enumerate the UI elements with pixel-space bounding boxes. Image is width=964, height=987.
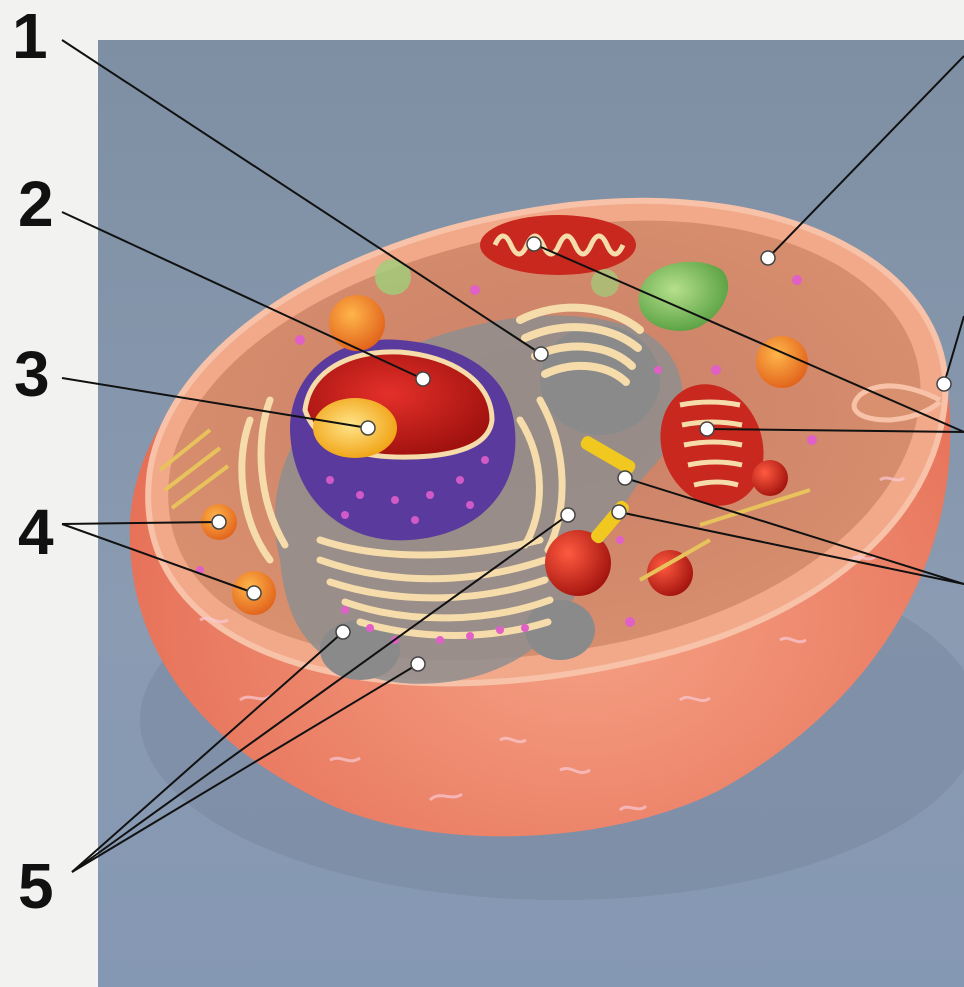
pointer-dot-1: [534, 347, 548, 361]
lysosome-1: [329, 295, 385, 351]
pointer-dot-4b: [247, 586, 261, 600]
pointer-dot-5b: [411, 657, 425, 671]
pointer-dot-2: [416, 372, 430, 386]
red-vesicle-3: [752, 460, 788, 496]
pointer-dot-centriole-b: [612, 505, 626, 519]
pointer-dot-3: [361, 421, 375, 435]
pointer-dot-5a: [336, 625, 350, 639]
pointer-dot-mito-right: [700, 422, 714, 436]
label-5: 5: [18, 850, 54, 922]
label-1: 1: [12, 0, 48, 72]
nucleolus: [313, 398, 397, 458]
grey-mass-blob-1: [540, 325, 660, 435]
green-vesicle-2: [591, 269, 619, 297]
pointer-dot-4a: [212, 515, 226, 529]
pointer-dot-mito-top: [527, 237, 541, 251]
pointer-dot-right-membrane: [937, 377, 951, 391]
label-4: 4: [18, 496, 54, 568]
label-3: 3: [14, 338, 50, 410]
grey-mass-blob-2: [525, 600, 595, 660]
mitochondrion-top: [480, 215, 636, 275]
pointer-dot-5c: [561, 508, 575, 522]
label-2: 2: [18, 168, 54, 240]
pointer-dot-centriole-a: [618, 471, 632, 485]
pointer-dot-right-top: [761, 251, 775, 265]
